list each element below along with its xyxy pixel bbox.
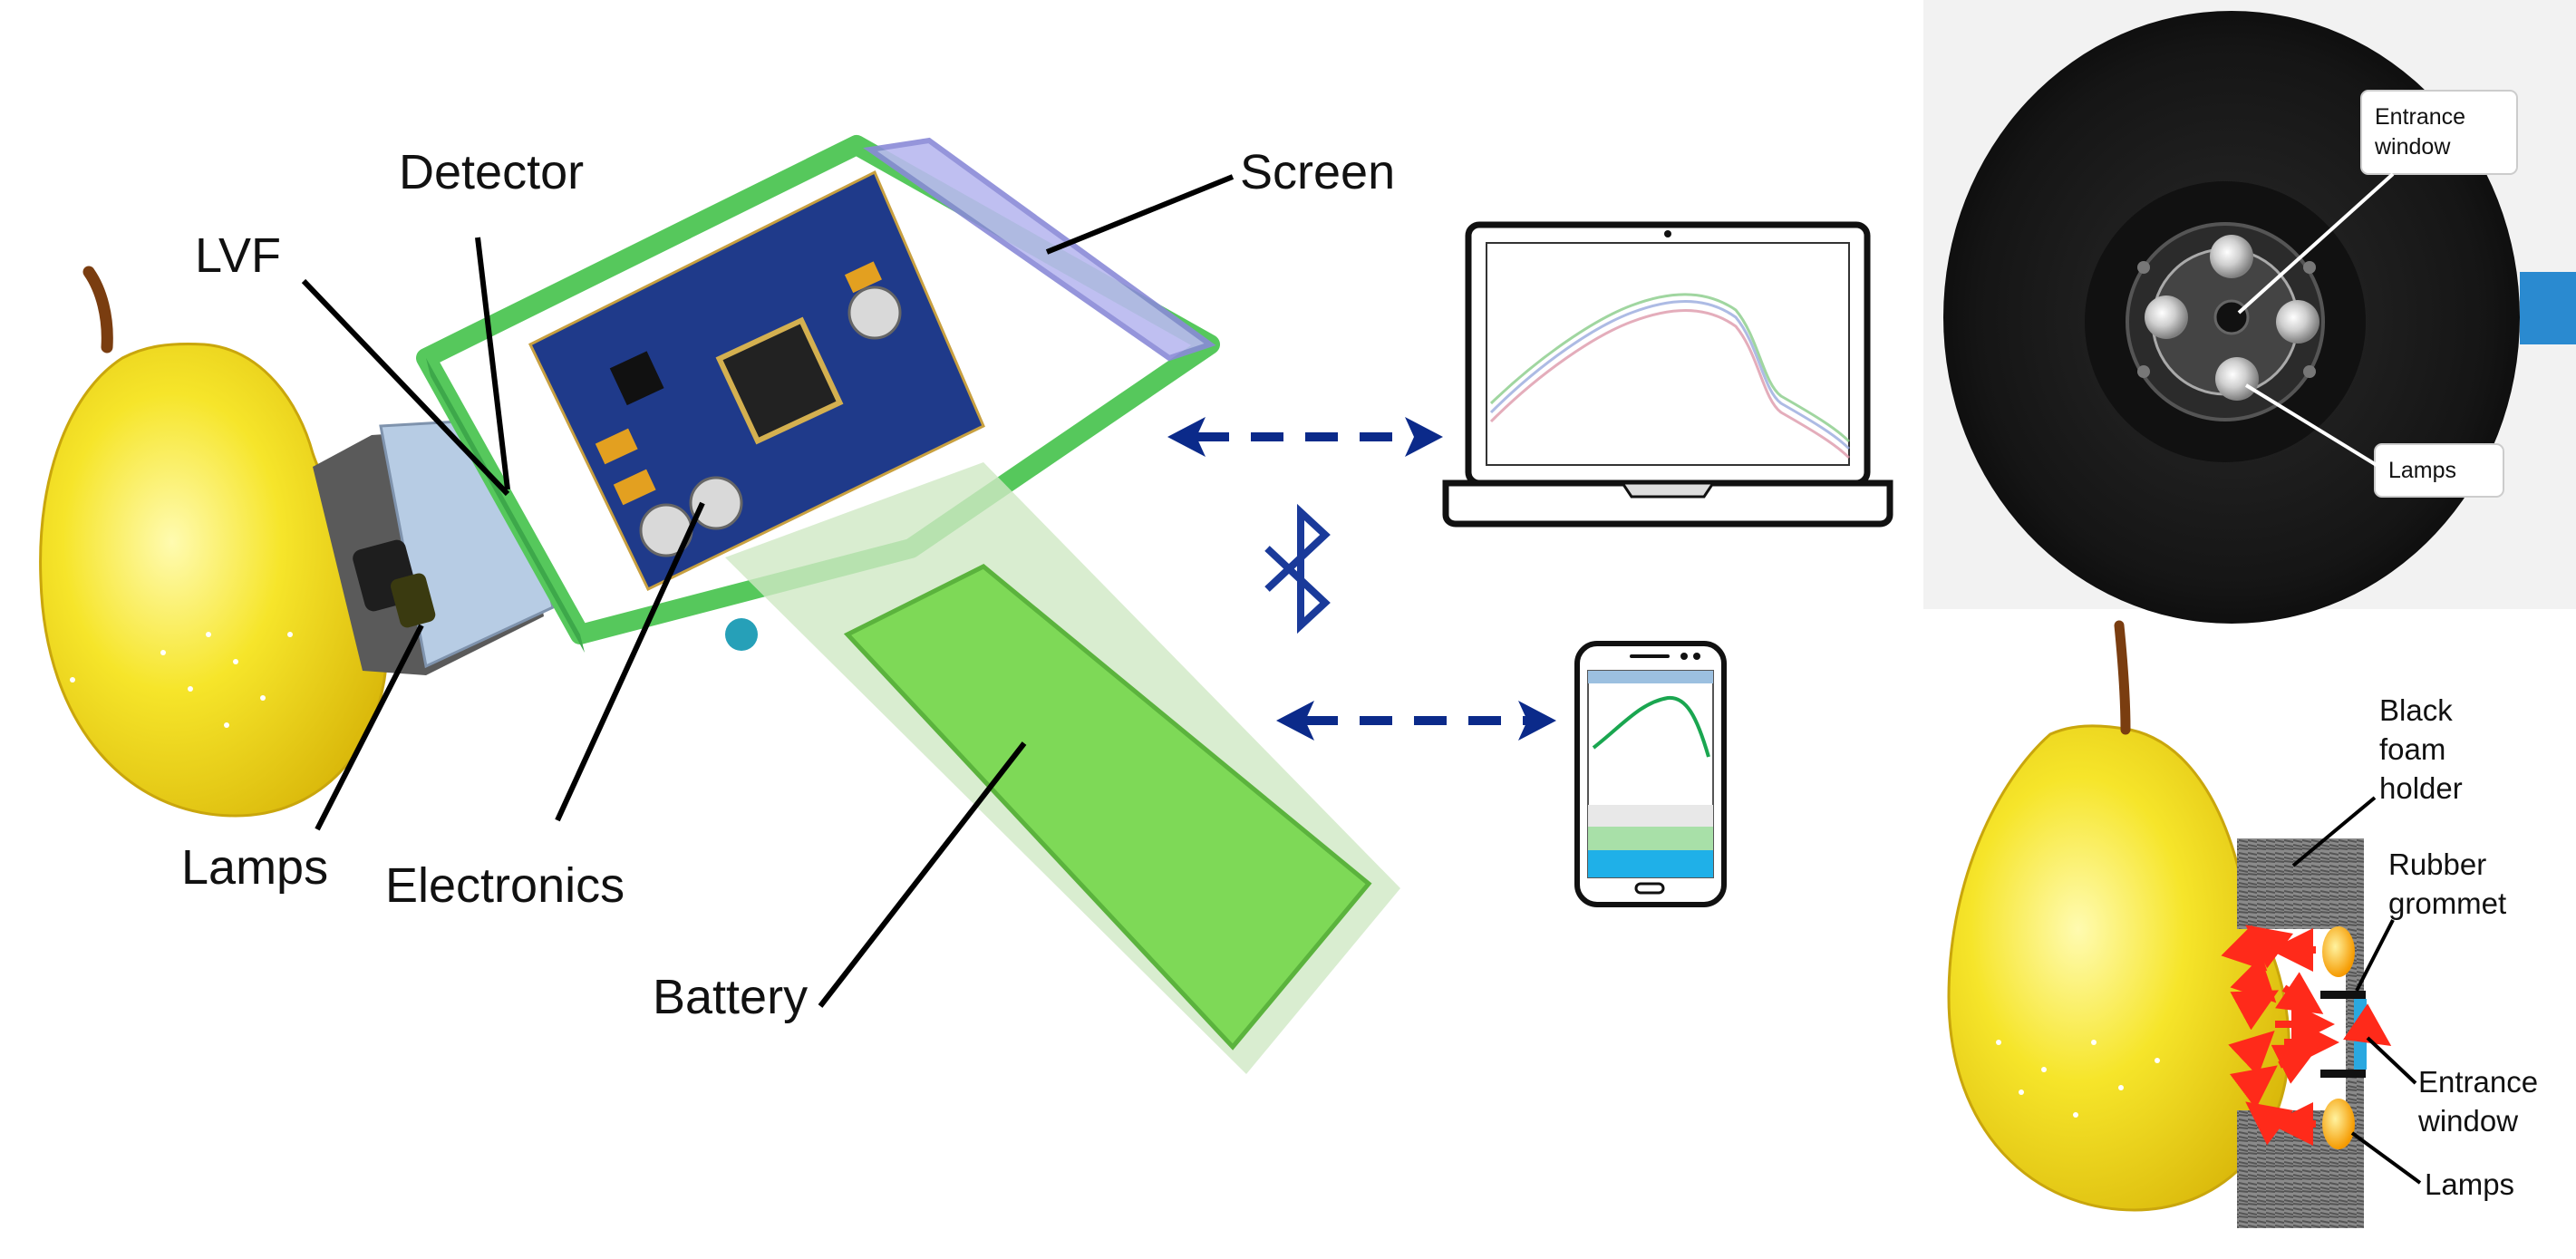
laptop-icon (1442, 221, 1893, 528)
label-entrance-line2: window (2417, 1104, 2518, 1138)
photo-front-view: Entrance window Lamps (1923, 0, 2576, 624)
label-grommet-line2: grommet (2388, 886, 2506, 920)
cross-section-schematic: Black foam holder Rubber grommet Entranc… (1947, 620, 2538, 1228)
label-battery: Battery (653, 970, 808, 1024)
leader-lines (301, 174, 1235, 1008)
label-detector: Detector (399, 145, 584, 199)
wireless-link-arrows (1167, 417, 1556, 741)
label-foam-line2: foam (2379, 732, 2445, 766)
label-foam-line1: Black (2379, 693, 2453, 727)
label-foam-line3: holder (2379, 771, 2463, 805)
bluetooth-icon (1264, 503, 1331, 634)
label-screen: Screen (1240, 145, 1395, 199)
screen-panel (863, 137, 1216, 362)
electronics-pcb (528, 169, 985, 592)
label-grommet-line1: Rubber (2388, 847, 2486, 881)
photo-label-lamps: Lamps (2388, 458, 2456, 483)
label-entrance-line1: Entrance (2418, 1065, 2538, 1099)
battery-handle (725, 462, 1400, 1074)
label-lamps: Lamps (181, 840, 328, 895)
photo-label-entrance-line1: Entrance (2375, 104, 2465, 130)
label-cs-lamps: Lamps (2425, 1167, 2514, 1201)
label-lvf: LVF (195, 228, 281, 283)
smartphone-icon (1574, 641, 1727, 907)
photo-label-entrance-line2: window (2374, 134, 2451, 160)
label-electronics: Electronics (385, 858, 625, 913)
